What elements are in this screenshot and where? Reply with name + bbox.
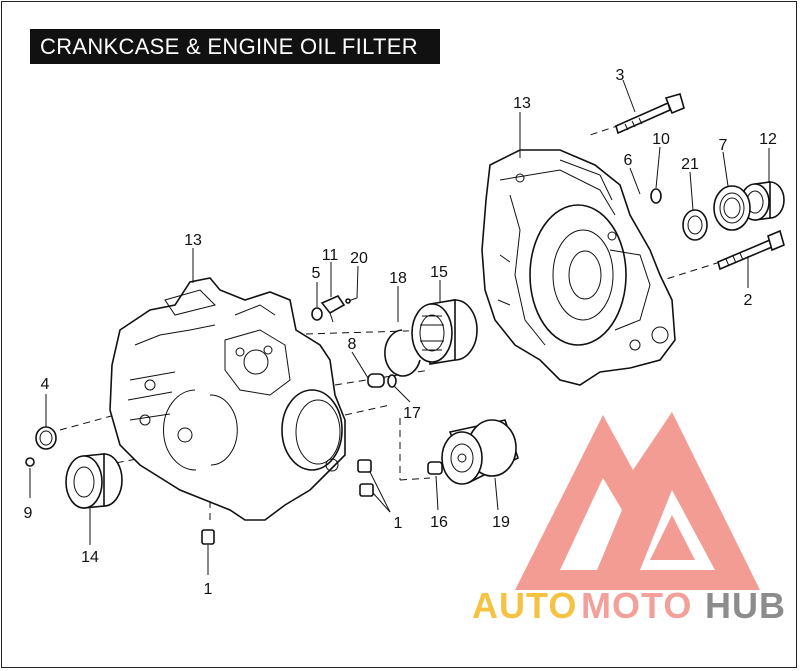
callout-21: 21 [681, 156, 699, 173]
callout-14: 14 [81, 549, 99, 566]
bearing-part-14 [65, 453, 123, 509]
watermark-auto: AUTO [472, 585, 577, 626]
o-ring-part-17 [387, 374, 397, 388]
bolt-part-3 [615, 93, 685, 135]
screw-part-20 [345, 297, 358, 304]
callout-13-left-case: 13 [184, 232, 202, 249]
callout-labels: 1 1 2 3 4 5 6 7 8 9 10 11 12 13 13 14 15… [24, 67, 777, 598]
callout-15: 15 [430, 264, 448, 281]
callout-16: 16 [430, 514, 448, 531]
fitting-part-11 [320, 294, 346, 323]
callout-4: 4 [41, 376, 50, 393]
callout-1-bottom: 1 [204, 581, 213, 598]
callout-19: 19 [492, 514, 510, 531]
leader-lines [29, 79, 770, 575]
fitting-part-16 [427, 461, 443, 475]
callout-3: 3 [616, 67, 625, 84]
callout-18: 18 [389, 270, 407, 287]
stud-part-1-right [357, 459, 374, 497]
bolt-part-2 [717, 229, 785, 271]
snap-ring-part-18 [384, 329, 421, 377]
callout-8: 8 [348, 336, 357, 353]
callout-17: 17 [403, 405, 421, 422]
crankcase-right-half [481, 149, 676, 386]
oil-filter-part-19 [441, 419, 519, 485]
washer-part-5 [311, 307, 323, 321]
dowel-part-8 [367, 373, 385, 388]
bearing-part-15 [411, 299, 478, 365]
dowel-part-10 [650, 188, 662, 204]
dowel-part-9 [25, 457, 35, 467]
callout-2: 2 [744, 292, 753, 309]
watermark-hub: HUB [705, 585, 786, 626]
callout-10: 10 [652, 131, 670, 148]
callout-6: 6 [624, 152, 633, 169]
seal-part-21 [682, 209, 708, 241]
watermark-triangle [515, 412, 760, 590]
bearing-part-7 [713, 185, 751, 231]
callout-9: 9 [24, 505, 33, 522]
stud-part-1-bottom [201, 529, 215, 545]
callout-7: 7 [719, 137, 728, 154]
callout-11: 11 [322, 247, 339, 264]
callout-13-right-case: 13 [513, 95, 531, 112]
watermark-logo [515, 412, 760, 590]
bearing-part-4 [35, 426, 57, 450]
callout-20: 20 [350, 250, 368, 267]
crankcase-left-half [109, 277, 346, 521]
callout-1-right: 1 [394, 515, 403, 532]
diagram-title: CRANKCASE & ENGINE OIL FILTER [30, 29, 440, 64]
callout-5: 5 [312, 265, 321, 282]
watermark-wordmark: AUTO MOTO HUB [472, 585, 786, 626]
callout-12: 12 [759, 131, 777, 148]
watermark-moto: MOTO [581, 585, 692, 626]
